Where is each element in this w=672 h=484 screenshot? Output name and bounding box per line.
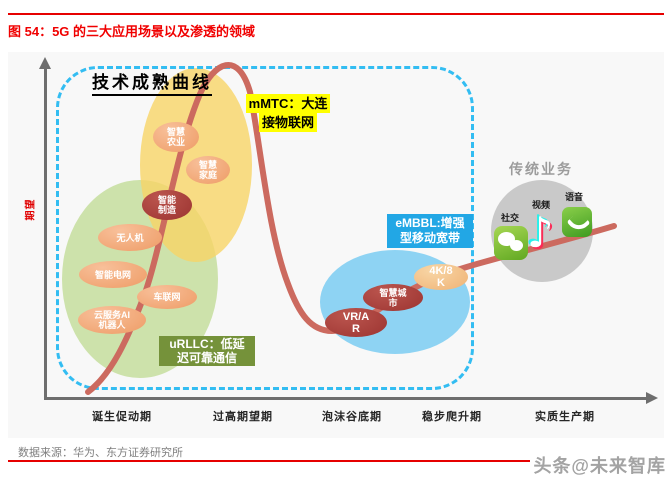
bubble-cloud-ai-robot: 云服务AI 机器人 [78,306,146,334]
bubble-smart-home: 智慧 家庭 [186,156,230,184]
bubble-label: 云服务AI 机器人 [93,310,130,330]
bubble-label: 智慧城 市 [379,287,407,308]
icon-label-voice: 语音 [565,192,584,202]
icon-label-video: 视频 [532,200,551,210]
phone-icon [562,207,592,237]
label-embb-line1: eMBBL:增强 [395,216,465,230]
source-note: 数据来源：华为、东方证券研究所 [18,447,183,459]
label-urllc-line1: uRLLC：低延 [169,337,245,351]
x-axis-arrow-icon [646,392,658,404]
bubble-label: 智能 制造 [157,195,176,215]
y-axis-arrow-icon [39,57,51,69]
bubble-label: 4K/8 K [429,265,453,289]
bubble-4k-8k: 4K/8 K [414,264,468,290]
bubble-smart-grid: 智能电网 [79,261,147,288]
x-phase-label-3: 泡沫谷底期 [322,411,382,423]
bubble-label: VR/A R [342,310,370,335]
bubble-label: 无人机 [116,232,144,243]
bubble-smart-manufacturing: 智能 制造 [142,190,192,220]
bubble-label: 智慧 农业 [166,127,185,147]
label-mmtc-line1: mMTC：大连 [245,94,331,113]
y-axis [44,68,47,398]
watermark: 头条@未来智库 [533,456,666,476]
bottom-divider [8,460,530,462]
x-phase-label-5: 实质生产期 [535,411,595,423]
tiktok-icon: ♪ [527,208,554,257]
label-embb: eMBBL:增强 型移动宽带 [387,214,473,248]
bubble-smart-agriculture: 智慧 农业 [153,122,199,152]
label-urllc-line2: 迟可靠通信 [176,351,237,365]
bubble-drone: 无人机 [98,224,162,251]
label-mmtc-line2: 接物联网 [258,113,317,132]
bubble-label: 智慧 家庭 [198,160,217,180]
bubble-vr-ar: VR/A R [325,308,387,337]
x-phase-label-2: 过高期望期 [213,411,273,423]
label-mmtc: mMTC：大连 接物联网 [238,94,338,132]
y-axis-label: 期望 [25,198,37,221]
traditional-business-title: 传统业务 [509,161,573,177]
x-phase-label-1: 诞生促动期 [92,411,152,423]
x-axis [44,397,648,400]
label-urllc: uRLLC：低延 迟可靠通信 [159,336,255,366]
bubble-internet-of-vehicles: 车联网 [137,285,197,309]
label-embb-line2: 型移动宽带 [399,231,460,245]
bubble-label: 智能电网 [94,269,131,280]
top-divider [8,13,664,15]
x-phase-label-4: 稳步爬升期 [422,411,482,423]
figure-title: 图 54：5G 的三大应用场景以及渗透的领域 [8,24,256,39]
icon-label-social: 社交 [501,213,520,223]
wechat-icon [494,226,528,260]
curve-title: 技术成熟曲线 [92,68,212,96]
handset-glyph [566,210,591,235]
bubble-label: 车联网 [153,292,181,302]
bubble-smart-city: 智慧城 市 [363,284,423,311]
